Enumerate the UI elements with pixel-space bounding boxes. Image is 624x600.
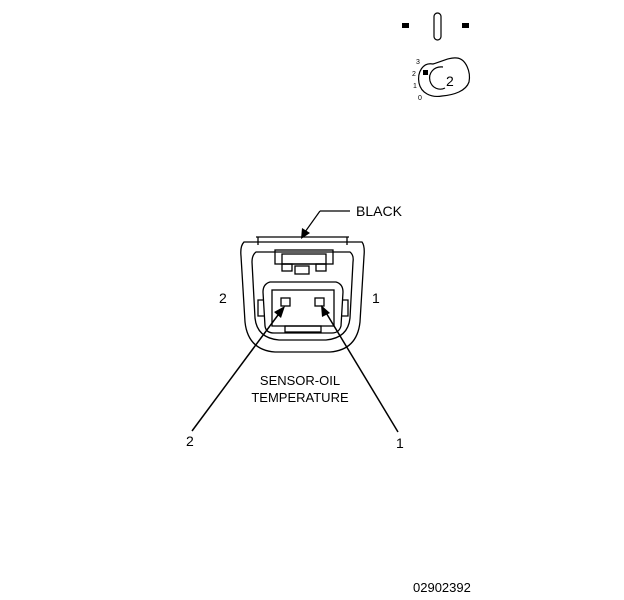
plug-number-label: 2 [446, 73, 454, 89]
connector-top-frame [256, 236, 349, 245]
connector-side-rib-right [342, 299, 349, 317]
connector-name-line-2: TEMPERATURE [251, 390, 349, 405]
position-marker-left [402, 23, 409, 28]
connector-inner-shell [251, 251, 354, 341]
wire-callout-label-2: 2 [186, 433, 194, 449]
position-scale-label-2: 2 [412, 71, 416, 78]
connector-latch-center [294, 265, 310, 275]
color-leader-line-diagonal [304, 210, 321, 233]
wire-leader-2-arrowhead [274, 306, 285, 318]
position-pointer [423, 70, 428, 75]
plug-hook-icon [429, 66, 446, 90]
connector-color-label: BLACK [356, 203, 403, 219]
connector-position-icon: 3 2 1 0 2 [402, 12, 471, 102]
wire-callouts [191, 305, 399, 433]
terminal-cavity-2 [280, 297, 291, 307]
connector-cavity-frame [262, 281, 344, 334]
position-marker-right [462, 23, 469, 28]
connector-name-line-1: SENSOR-OIL [260, 373, 340, 388]
connector-cavity-inner [271, 289, 335, 327]
cavity-label-2: 2 [219, 290, 227, 306]
connector-latch-inner [281, 253, 327, 265]
connector-bottom-key [284, 325, 322, 333]
wire-leader-1 [324, 310, 399, 433]
position-indicator-slot [433, 12, 442, 41]
position-scale-label-1: 1 [413, 83, 417, 90]
terminal-cavity-1 [314, 297, 325, 307]
connector-latch-notch-left [281, 263, 293, 272]
position-scale-label-0: 0 [418, 95, 422, 102]
connector-color-callout: BLACK [301, 203, 403, 239]
position-scale-label-3: 3 [416, 59, 420, 66]
color-leader-arrowhead [301, 228, 310, 239]
plug-outline-icon [418, 57, 471, 98]
connector-side-rib-left [257, 299, 264, 317]
figure-id: 02902392 [413, 580, 471, 595]
connector-outer-shell [240, 241, 365, 353]
cavity-label-1: 1 [372, 290, 380, 306]
wire-leader-1-arrowhead [321, 305, 330, 317]
connector-body [240, 236, 365, 353]
connector-latch-notch-right [315, 263, 327, 272]
wire-leader-2 [191, 310, 282, 432]
wire-callout-label-1: 1 [396, 435, 404, 451]
